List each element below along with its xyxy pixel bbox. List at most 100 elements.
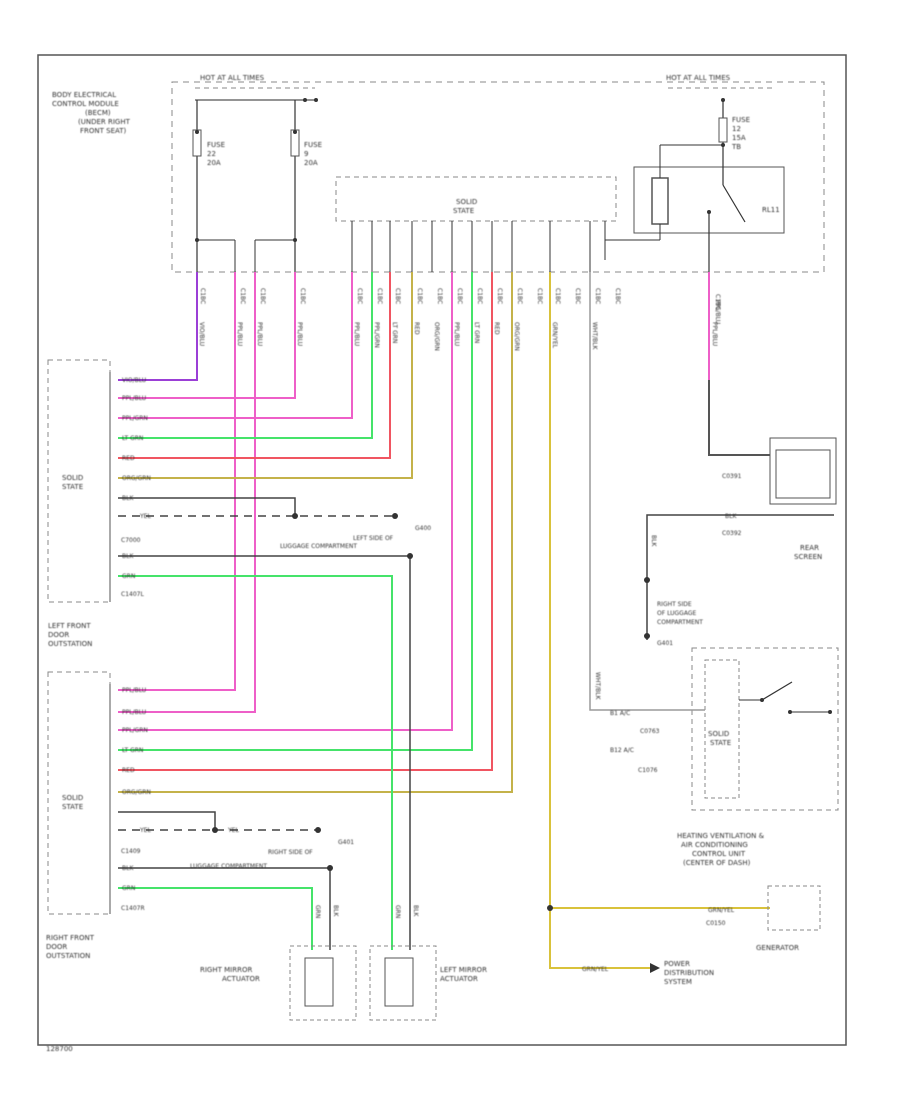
right-door-title: RIGHT FRONT DOOR OUTSTATION <box>46 934 96 960</box>
vertical-wire-label: RED <box>493 322 500 335</box>
vertical-wire-label: WHT/BLK <box>591 322 598 351</box>
hvac-pin-2: C1076 <box>638 767 658 774</box>
ground-label-rear: RIGHT SIDE OF LUGGAGE COMPARTMENT G401 <box>657 601 705 647</box>
node <box>195 238 199 242</box>
vertical-wire-label: LT GRN <box>391 322 398 343</box>
generator-label: GENERATOR <box>756 944 799 952</box>
solid-state-label: SOLID STATE <box>453 198 480 215</box>
wire-blk-right-1 <box>118 811 216 830</box>
vertical-wire-label: ORG/GRN <box>433 322 440 351</box>
hvac-pin-label-1: B1 A/C <box>610 710 630 717</box>
left-door-title: LEFT FRONT DOOR OUTSTATION <box>48 622 93 648</box>
hvac-switch <box>761 681 793 701</box>
right-door-wire-label: YEL <box>139 827 151 834</box>
diagram-border <box>37 54 847 1046</box>
node <box>760 698 764 702</box>
wire-grn-left-mirror <box>118 575 393 950</box>
hvac-box <box>691 647 839 811</box>
left-door-wire-label: GRN <box>122 573 135 580</box>
wire-grn-right-mirror <box>118 887 313 950</box>
connector-pin-label: C1BC <box>536 288 543 304</box>
vertical-wire-label: VIO/BLU <box>198 322 205 346</box>
left-door-state: SOLID STATE <box>62 474 86 491</box>
rear-screen-connector-1: C0391 <box>722 473 742 480</box>
node <box>195 130 199 134</box>
right-door-wire-label: GRN <box>122 885 135 892</box>
rear-screen-title: REAR SCREEN <box>794 544 822 561</box>
connector-pin-label: C1BC <box>456 288 463 304</box>
fuse-c-label: FUSE 12 15A TB <box>731 116 752 151</box>
left-door-wire-label: PPL/BLU <box>122 395 146 402</box>
rear-wire-blk-2: BLK <box>650 535 657 547</box>
left-door-wire-label: ORG/GRN <box>122 475 151 482</box>
connector-pin-label: C1BC <box>416 288 423 304</box>
connector-pin-label: C1BC <box>436 288 443 304</box>
wire-red-left <box>118 272 391 459</box>
node <box>788 710 792 714</box>
wire-ppl-grn-right <box>118 272 453 731</box>
hvac-solid-state-box <box>704 659 740 799</box>
fuse-c-symbol <box>718 117 728 143</box>
generator-connector: C0150 <box>706 920 726 927</box>
control-module-box <box>171 81 825 273</box>
solid-state-pins <box>351 221 591 272</box>
hvac-state: SOLID STATE <box>708 730 732 747</box>
ground-node-right <box>315 827 321 833</box>
hvac-pin-label-2: B12 A/C <box>610 747 634 754</box>
ground-label-left: G400 LEFT SIDE OF LUGGAGE COMPARTMENT <box>280 525 433 550</box>
vertical-wire-label: PPL/BLU <box>236 322 243 346</box>
node <box>292 513 298 519</box>
connector-pin-label: C1BC <box>594 288 601 304</box>
left-door-wire-label: PPL/GRN <box>122 415 148 422</box>
wire-ppl-grn-left <box>118 272 353 419</box>
ground-node-rear <box>644 633 650 639</box>
connector-pin-label: C1BC <box>496 288 503 304</box>
vertical-wire-label: LT GRN <box>473 322 480 343</box>
connector-pin-label: C1BC <box>199 288 206 304</box>
colored-wires <box>118 272 770 969</box>
wire-lt-grn-right <box>118 272 473 751</box>
relay-switch <box>722 184 746 223</box>
wire-ppl-blu-1 <box>118 272 236 691</box>
wire-grn-yel <box>549 272 650 969</box>
mirror-wire-3: GRN <box>394 905 401 918</box>
node <box>828 710 832 714</box>
vertical-wire-label: PPL/BLU <box>296 322 303 346</box>
connector-pin-label: C1BC <box>259 288 266 304</box>
hvac-wire-label: WHT/BLK <box>594 672 601 701</box>
wire-org-grn-left <box>118 272 413 479</box>
hvac-pin-1: C0763 <box>640 728 660 735</box>
left-door-wire-label: LT GRN <box>122 435 143 442</box>
connector-pin-label: C1BC <box>554 288 561 304</box>
left-door-wire-label: BLK <box>122 553 134 560</box>
wire-blk-left-2 <box>118 555 411 950</box>
right-door-wire-label: PPL/BLU <box>122 709 146 716</box>
fuse-a-label: FUSE 22 20A <box>207 141 227 167</box>
vertical-wire-label: PPL/BLU <box>256 322 263 346</box>
left-mirror-box <box>369 945 437 1021</box>
right-door-state: SOLID STATE <box>62 794 86 811</box>
wire-org-grn-right <box>118 272 513 793</box>
right-mirror-label: RIGHT MIRROR ACTUATOR <box>200 966 260 983</box>
wire-ppl-blu-rear-blk <box>708 380 770 456</box>
power-dist-label: POWER DISTRIBUTION SYSTEM <box>664 960 716 986</box>
left-mirror-motor <box>384 957 414 1007</box>
hot-label-left: HOT AT ALL TIMES <box>200 74 265 82</box>
hot-label-right: HOT AT ALL TIMES <box>666 74 731 82</box>
solid-state-box <box>335 176 617 222</box>
mirror-wire-4: BLK <box>412 905 419 917</box>
power-dist-arrow <box>650 963 660 973</box>
wire-blk-right-2 <box>118 867 331 950</box>
power-dist-wire-label: GRN/YEL <box>582 966 609 973</box>
connector-pin-label: C1BC <box>394 288 401 304</box>
rear-wire-blk-1: BLK <box>725 513 737 520</box>
left-door-wire-label: YEL <box>139 513 151 520</box>
right-door-wire-label: ORG/GRN <box>122 789 151 796</box>
wire-lt-grn-left <box>118 272 373 439</box>
rear-screen-connector-2: C0392 <box>722 530 742 537</box>
vertical-wire-label: RED <box>413 322 420 335</box>
right-door-wire-label: RED <box>122 767 135 774</box>
